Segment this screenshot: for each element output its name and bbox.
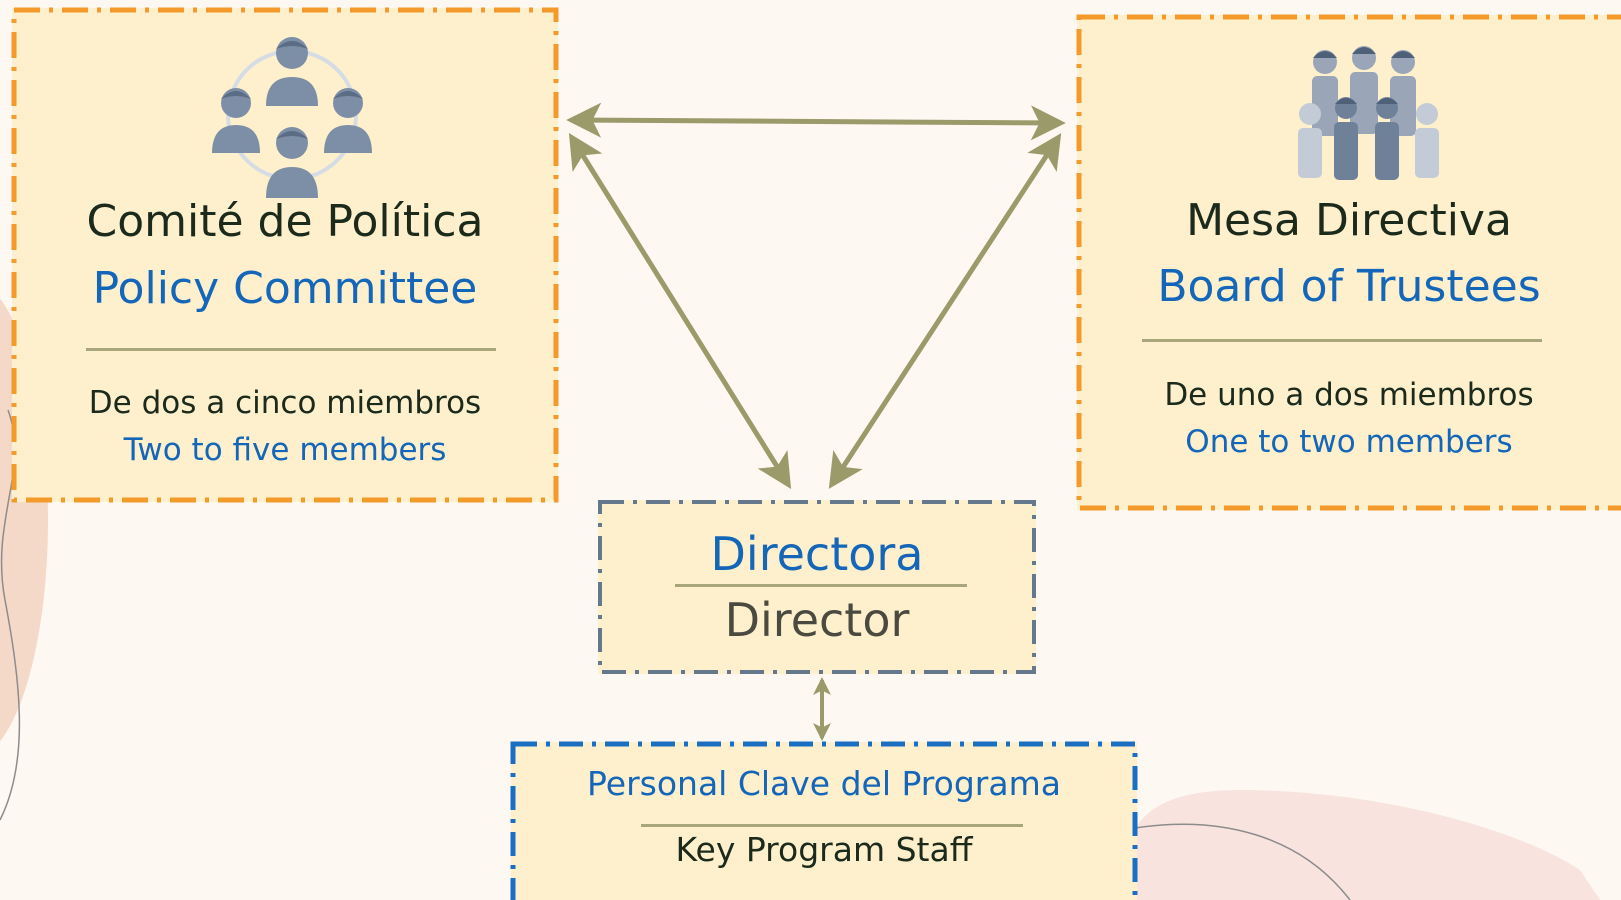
policy-committee-border [11,7,559,503]
policy-committee-box: Comité de Política Policy Committee De d… [11,7,559,503]
bottom-right-blob [1120,790,1600,900]
board-border [1076,14,1621,511]
director-divider [675,584,967,587]
director-title-es: Directora [710,527,924,581]
key-staff-title-es: Personal Clave del Programa [587,764,1061,803]
key-staff-title-en: Key Program Staff [675,830,973,869]
board-box: Mesa Directiva Board of Trustees De uno … [1076,14,1621,511]
key-staff-border [510,741,1138,900]
board-title-en: Board of Trustees [1157,261,1541,312]
director-title-en: Director [724,593,910,647]
right-curve [1134,823,1351,900]
director-box: Directora Director [598,500,1036,674]
policy-committee-title-es: Comité de Política [86,196,484,247]
key-staff-divider [641,824,1023,827]
key-staff-box: Personal Clave del Programa Key Program … [510,741,1138,900]
policy-committee-title-en: Policy Committee [92,263,478,314]
arrow-board-director [828,133,1062,489]
arrow-committee-board [566,102,1066,141]
crowd-icon [1298,46,1439,180]
director-border [598,500,1036,674]
board-members-en: One to two members [1185,424,1513,460]
board-title-es: Mesa Directiva [1186,195,1512,246]
arrow-committee-director [568,133,792,489]
board-members-es: De uno a dos miembros [1164,377,1534,413]
policy-committee-members-en: Two to five members [123,432,447,468]
board-divider [1142,339,1542,342]
policy-committee-divider [86,348,496,351]
policy-committee-members-es: De dos a cinco miembros [88,385,482,421]
group-circle-icon [212,37,372,198]
